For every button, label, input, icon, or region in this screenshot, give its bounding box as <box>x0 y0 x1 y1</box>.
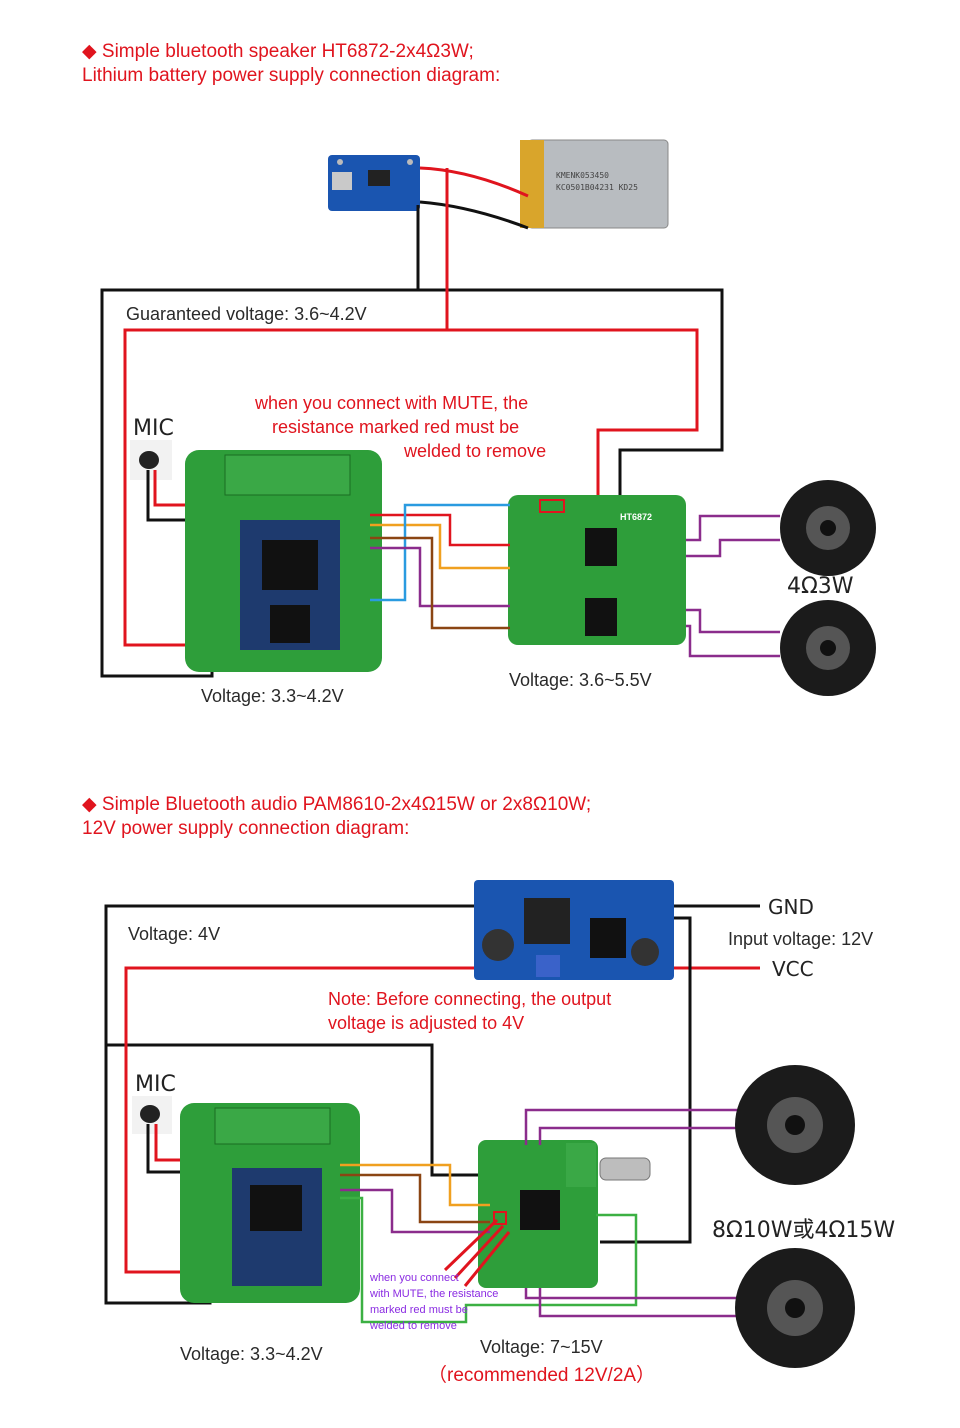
amp-voltage-label-1: Voltage: 3.6~5.5V <box>509 670 652 690</box>
charger-module <box>328 155 420 211</box>
bluetooth-board-2 <box>180 1103 360 1303</box>
guaranteed-voltage-label: Guaranteed voltage: 3.6~4.2V <box>126 304 367 324</box>
mute-note2-line-2: with MUTE, the resistance <box>370 1288 499 1300</box>
section1-heading-1: ◆ Simple bluetooth speaker HT6872-2x4Ω3W… <box>82 41 474 62</box>
mic-label-2: MIC <box>135 1072 176 1097</box>
speaker-2b <box>735 1248 855 1368</box>
speaker-label-1: 4Ω3W <box>787 574 854 599</box>
pam8610-board <box>478 1140 651 1288</box>
amp-recommend-label: （recommended 12V/2A） <box>428 1365 656 1386</box>
input-voltage-label: Input voltage: 12V <box>728 929 874 949</box>
buck-converter-module <box>474 880 674 980</box>
speaker-label-2: 8Ω10W或4Ω15W <box>712 1218 896 1243</box>
battery-label-1: KMENK053450 <box>556 171 609 180</box>
mic-element-1 <box>130 440 172 480</box>
battery-label-2: KC0501B04231 KD25 <box>556 183 638 192</box>
gnd-label: GND <box>768 895 814 919</box>
voltage-4v-label: Voltage: 4V <box>128 924 221 944</box>
adjust-note-line-2: voltage is adjusted to 4V <box>328 1013 525 1033</box>
speaker-1a <box>780 480 876 576</box>
mic-element-2 <box>132 1096 172 1134</box>
section2-heading-2: 12V power supply connection diagram: <box>82 818 410 839</box>
mic-label-1: MIC <box>133 416 174 441</box>
adjust-note-line-1: Note: Before connecting, the output <box>328 989 612 1009</box>
section1-heading-2: Lithium battery power supply connection … <box>82 65 501 86</box>
section2-heading-1: ◆ Simple Bluetooth audio PAM8610-2x4Ω15W… <box>82 794 592 815</box>
ht6872-board <box>508 495 686 645</box>
bt-voltage-label-2: Voltage: 3.3~4.2V <box>180 1344 323 1364</box>
mute-note2-line-1: when you connect <box>370 1272 459 1284</box>
amp-chip-label: HT6872 <box>620 512 652 522</box>
mute-note-line-3: welded to remove <box>404 441 547 461</box>
amp-voltage-label-2: Voltage: 7~15V <box>480 1337 603 1357</box>
mute-note-line-1: when you connect with MUTE, the <box>255 393 529 413</box>
speaker-2a <box>735 1065 855 1185</box>
mute-note-line-2: resistance marked red must be <box>272 417 520 437</box>
bluetooth-board-1 <box>185 450 382 672</box>
bt-voltage-label-1: Voltage: 3.3~4.2V <box>201 686 344 706</box>
speaker-1b <box>780 600 876 696</box>
mute-note2-line-4: welded to remove <box>370 1320 457 1332</box>
mute-arrows <box>443 1218 511 1287</box>
vcc-label: VCC <box>772 957 814 981</box>
mute-note2-line-3: marked red must be <box>370 1304 468 1316</box>
lipo-battery <box>520 139 669 229</box>
